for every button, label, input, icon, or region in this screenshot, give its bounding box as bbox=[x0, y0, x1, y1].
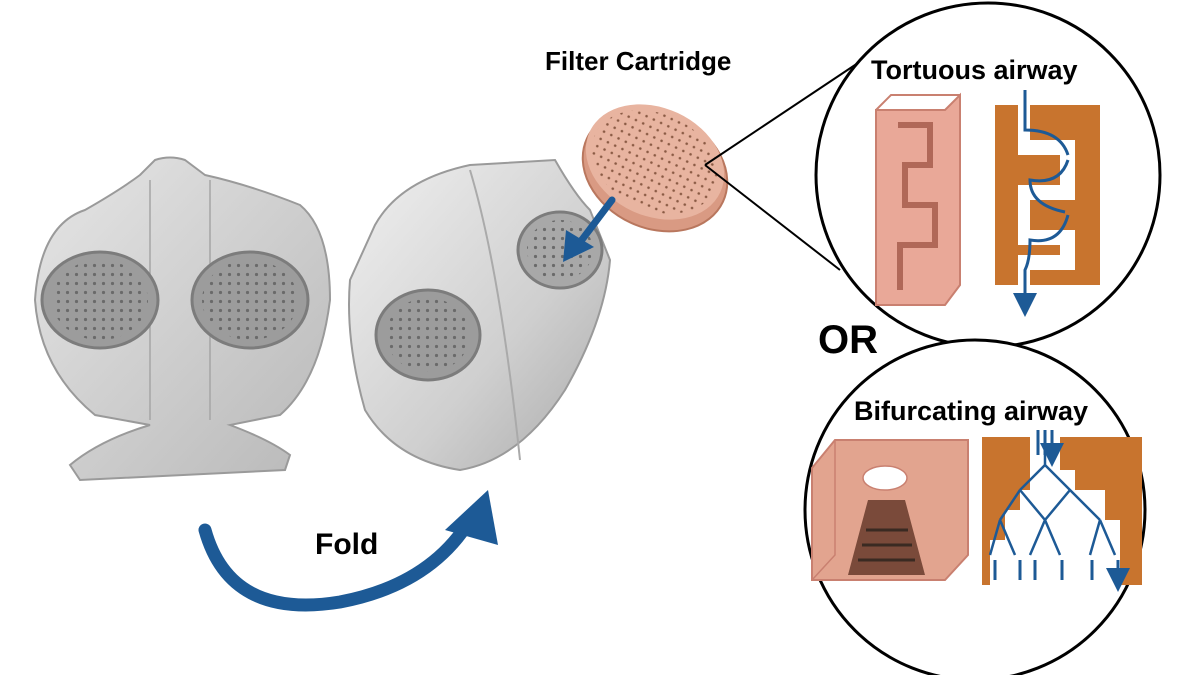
fold-label: Fold bbox=[315, 528, 379, 561]
tortuous-airway-label: Tortuous airway bbox=[871, 55, 1078, 85]
flat-mask bbox=[33, 156, 332, 482]
insert-arrow bbox=[574, 196, 616, 249]
insert-arrow-head bbox=[563, 230, 594, 262]
folded-mask bbox=[348, 158, 612, 472]
tortuous-airway-panel bbox=[814, 1, 1162, 349]
or-label: OR bbox=[818, 318, 878, 362]
filter-cartridge-label: Filter Cartridge bbox=[545, 46, 732, 76]
bifurcating-airway-label: Bifurcating airway bbox=[854, 396, 1089, 426]
zoom-line-top bbox=[704, 54, 871, 166]
bifurcating-airway-panel bbox=[803, 338, 1147, 680]
fold-arrow-head bbox=[445, 490, 498, 545]
fold-arrow bbox=[198, 513, 477, 612]
filter-cartridge bbox=[581, 104, 729, 233]
zoom-line-bottom bbox=[704, 164, 841, 271]
